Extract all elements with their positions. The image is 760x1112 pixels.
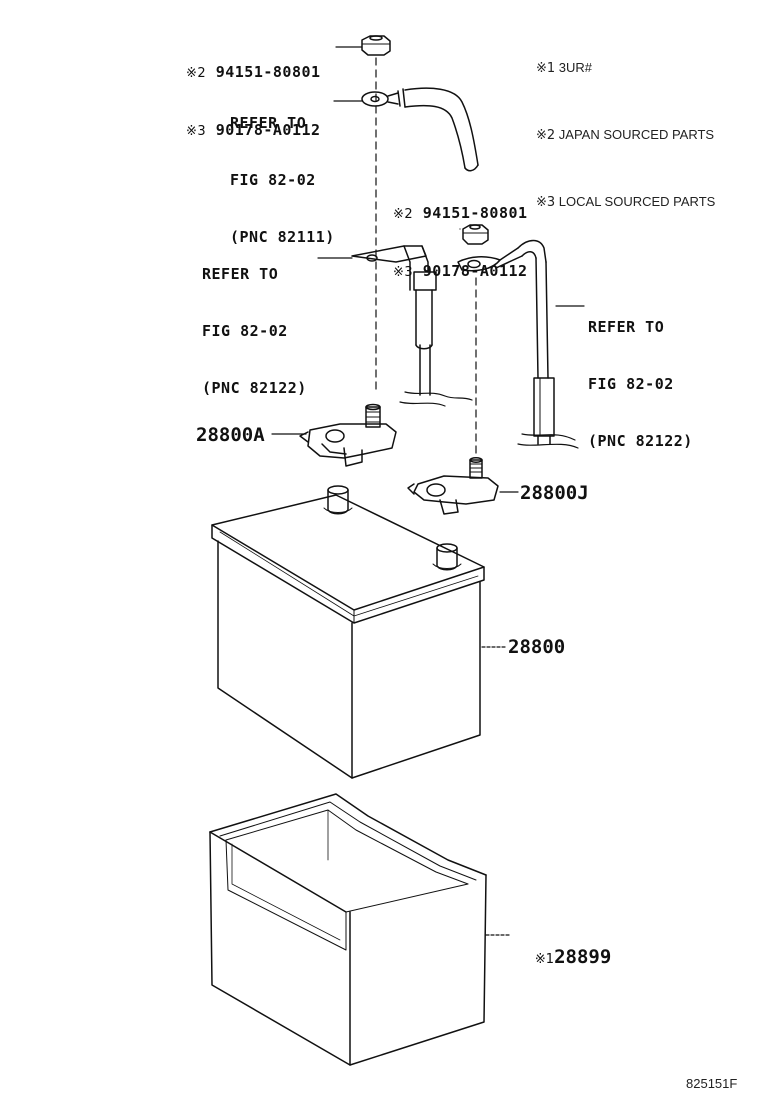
part-label-terminal-a[interactable]: 28800A bbox=[196, 424, 265, 446]
part-label-battery[interactable]: 28800 bbox=[508, 636, 566, 658]
part-number-nut-top-2[interactable]: 90178-A0112 bbox=[215, 121, 321, 139]
ref-right-callout[interactable]: REFER TO FIG 82-02 (PNC 82122) bbox=[588, 318, 693, 450]
battery-icon bbox=[211, 485, 485, 779]
terminal-j-icon bbox=[407, 457, 499, 515]
part-number-nut-right-1[interactable]: 94151-80801 bbox=[422, 204, 528, 222]
part-label-tray[interactable]: ※128899 bbox=[534, 946, 612, 968]
nut-top-callout: ※2 94151-80801 ※3 90178-A0112 bbox=[186, 63, 321, 139]
terminal-a-icon bbox=[299, 403, 397, 467]
legend-item-3: ※3 LOCAL SOURCED PARTS bbox=[536, 194, 716, 210]
cable-right-icon bbox=[457, 239, 579, 449]
legend: ※1 3UR# ※2 JAPAN SOURCED PARTS ※3 LOCAL … bbox=[536, 13, 715, 236]
cable-left-icon bbox=[351, 245, 473, 407]
legend-item-1: ※1 3UR# bbox=[536, 60, 593, 76]
legend-item-2: ※2 JAPAN SOURCED PARTS bbox=[536, 127, 715, 143]
part-label-terminal-j[interactable]: 28800J bbox=[520, 482, 589, 504]
nut-top-icon bbox=[361, 35, 391, 56]
part-number-nut-top-1[interactable]: 94151-80801 bbox=[215, 63, 321, 81]
nut-right-callout: ※2 94151-80801 ※3 90178-A0112 bbox=[393, 204, 528, 280]
ref-top-callout[interactable]: REFER TO FIG 82-02 (PNC 82111) bbox=[230, 114, 335, 246]
leader-lines bbox=[271, 46, 585, 936]
battery-tray-icon bbox=[209, 793, 487, 1066]
ref-left-callout[interactable]: REFER TO FIG 82-02 (PNC 82122) bbox=[202, 265, 307, 397]
diagram-code: 825151F bbox=[686, 1076, 738, 1091]
part-number-nut-right-2[interactable]: 90178-A0112 bbox=[422, 262, 528, 280]
cable-top-icon bbox=[361, 87, 479, 172]
nut-right-icon bbox=[462, 224, 489, 245]
